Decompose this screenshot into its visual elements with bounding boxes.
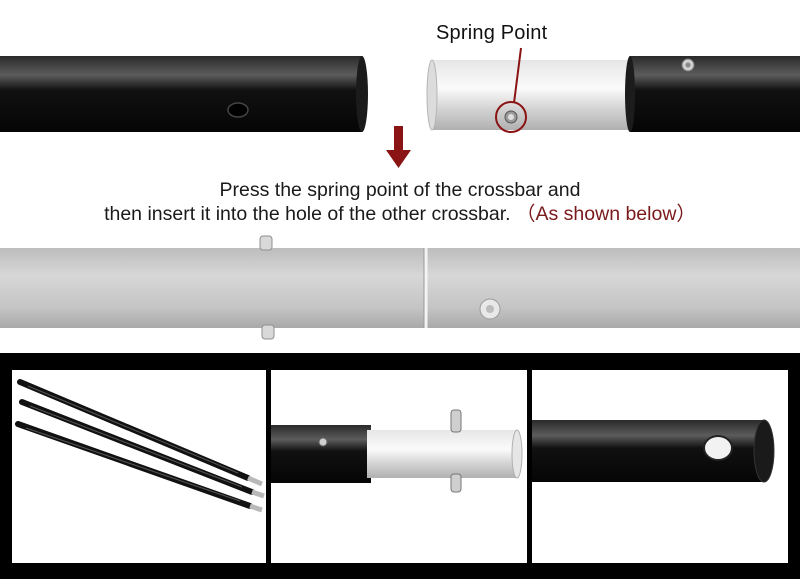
black-crossbar-left bbox=[0, 56, 368, 132]
instruction-line-2-text: then insert it into the hole of the othe… bbox=[104, 203, 511, 225]
spring-point-bottom bbox=[450, 473, 462, 493]
spring-point-highlight-circle bbox=[495, 101, 527, 133]
crossbar-with-spring-point bbox=[426, 47, 800, 133]
instruction-line-1: Press the spring point of the crossbar a… bbox=[219, 179, 581, 201]
spring-point-callout-line bbox=[513, 47, 522, 104]
down-arrow-icon bbox=[386, 126, 411, 168]
assembled-crossbar bbox=[0, 235, 800, 340]
crossbar-hole bbox=[227, 102, 249, 118]
instruction-line-2: then insert it into the hole of the othe… bbox=[0, 202, 800, 226]
panel-crossbar-joint bbox=[271, 370, 527, 563]
top-illustration bbox=[0, 47, 800, 340]
panel-three-crossbars bbox=[12, 370, 266, 563]
spring-point bbox=[504, 110, 518, 124]
panel-crossbar-hole-end bbox=[532, 370, 788, 563]
spring-point-top bbox=[450, 409, 462, 433]
crossbar-set bbox=[15, 379, 265, 513]
spring-point-label: Spring Point bbox=[436, 22, 548, 44]
crossbar-hole-icon bbox=[703, 435, 733, 461]
instruction-note: （As shown below） bbox=[516, 203, 696, 225]
